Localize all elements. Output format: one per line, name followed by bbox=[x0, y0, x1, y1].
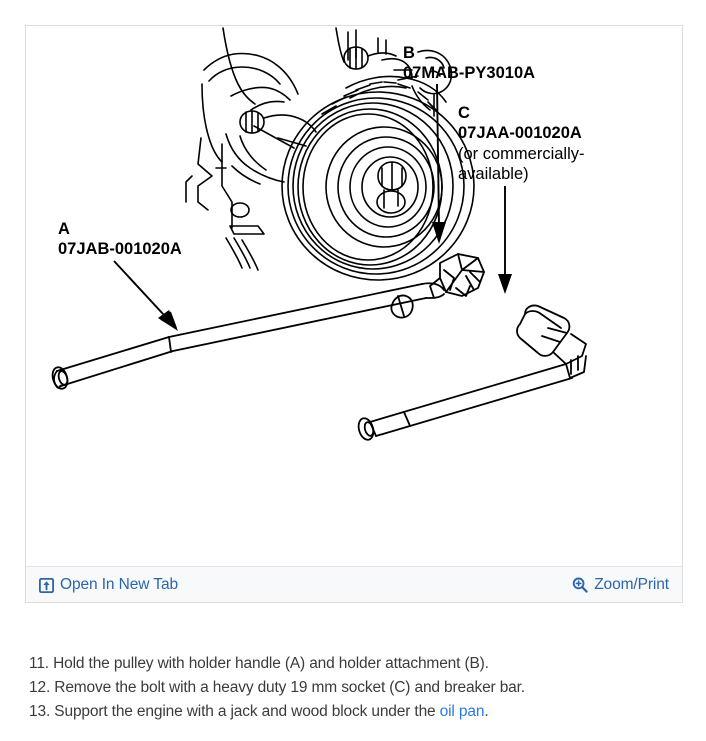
callout-a-part: 07JAB-001020A bbox=[58, 240, 182, 258]
instruction-item-13: 13. Support the engine with a jack and w… bbox=[29, 700, 679, 724]
callout-a: A 07JAB-001020A bbox=[58, 220, 182, 331]
instruction-number-13: 13. bbox=[29, 703, 51, 720]
zoom-print-label: Zoom/Print bbox=[594, 576, 669, 593]
open-in-new-tab-button[interactable]: Open In New Tab bbox=[39, 567, 178, 603]
instruction-item-12: 12. Remove the bolt with a heavy duty 19… bbox=[29, 676, 679, 700]
instruction-text-13-before: Support the engine with a jack and wood … bbox=[54, 703, 440, 720]
figure-image[interactable]: A 07JAB-001020A B 07MAB-PY3010A C bbox=[26, 26, 682, 566]
holder-attachment-tool bbox=[429, 253, 485, 299]
instruction-text-12: Remove the bolt with a heavy duty 19 mm … bbox=[54, 679, 525, 696]
callout-a-letter: A bbox=[58, 220, 70, 238]
callout-b-part: 07MAB-PY3010A bbox=[403, 64, 535, 82]
oil-pan-link[interactable]: oil pan bbox=[439, 703, 485, 720]
figure-toolbar: Open In New Tab Zoom/Print bbox=[26, 566, 682, 602]
callout-c-letter: C bbox=[458, 104, 470, 122]
instruction-number-11: 11. bbox=[29, 655, 49, 672]
callout-c-part: 07JAA-001020A bbox=[458, 124, 582, 142]
open-in-new-tab-icon bbox=[39, 577, 54, 593]
holder-handle-tool bbox=[51, 282, 445, 390]
callout-b: B 07MAB-PY3010A bbox=[403, 44, 535, 244]
callout-c-arrow bbox=[498, 186, 512, 294]
callout-a-arrow bbox=[113, 260, 178, 331]
callout-c-note: (or commercially- bbox=[458, 145, 585, 163]
callout-b-arrow bbox=[432, 83, 446, 244]
instruction-text-11: Hold the pulley with holder handle (A) a… bbox=[53, 655, 489, 672]
callout-c: C 07JAA-001020A (or commercially- availa… bbox=[458, 104, 585, 294]
instruction-number-12: 12. bbox=[29, 679, 51, 696]
socket-breaker-bar-tool bbox=[357, 304, 587, 441]
open-in-new-tab-label: Open In New Tab bbox=[60, 576, 178, 593]
figure-panel: A 07JAB-001020A B 07MAB-PY3010A C bbox=[25, 25, 683, 603]
callout-b-letter: B bbox=[403, 44, 415, 62]
callout-c-note2: available) bbox=[458, 165, 529, 183]
instruction-item-11: 11. Hold the pulley with holder handle (… bbox=[29, 652, 679, 676]
instruction-list: 11. Hold the pulley with holder handle (… bbox=[29, 652, 679, 724]
zoom-print-button[interactable]: Zoom/Print bbox=[572, 567, 669, 603]
crankshaft-pulley bbox=[281, 75, 475, 281]
magnifier-plus-icon bbox=[572, 577, 588, 593]
instruction-text-13-after: . bbox=[484, 703, 489, 720]
